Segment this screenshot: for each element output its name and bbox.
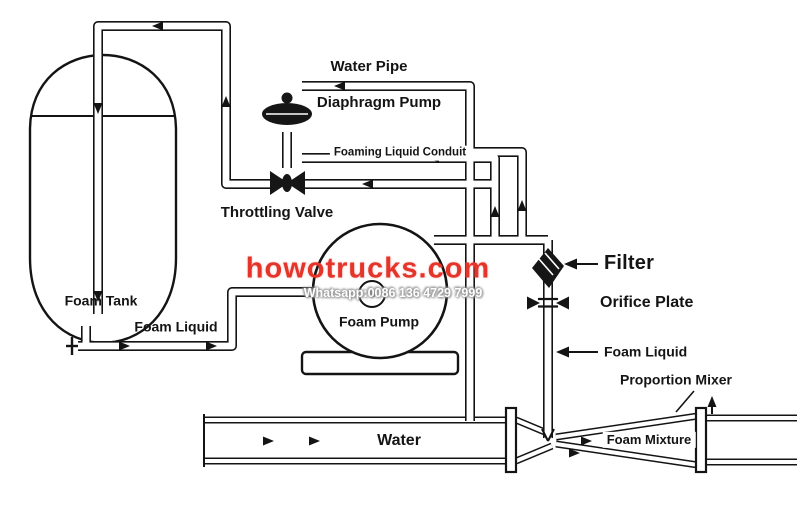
foam-pump-shaft-dot — [368, 290, 376, 298]
watermark-whatsapp-text: Whatsapp:0086 136 4729 7999 — [303, 286, 483, 300]
flow-arrow — [93, 291, 103, 302]
foam-mixture-label: Foam Mixture — [602, 431, 696, 449]
proportion-mixer-label: Proportion Mixer — [620, 371, 733, 388]
flow-arrow — [581, 436, 592, 446]
foam-liquid-leader-arrow — [556, 346, 569, 358]
diaphragm-pump-label: Diaphragm Pump — [312, 93, 446, 113]
foam-liquid-left-label: Foam Liquid — [134, 318, 218, 335]
flow-arrow — [309, 436, 320, 446]
foam-pump-label: Foam Pump — [338, 313, 420, 330]
flow-arrow — [707, 396, 717, 407]
foam-liquid-right-label: Foam Liquid — [604, 343, 688, 360]
mixer-flange-right — [694, 406, 708, 474]
flow-arrow — [152, 21, 163, 31]
flow-arrow — [119, 341, 130, 351]
mixer-nozzle — [541, 428, 555, 442]
filter-label: Filter — [604, 252, 655, 274]
flow-arrow — [93, 103, 103, 114]
water-main-pipe — [203, 412, 797, 469]
mixer-flange-left — [504, 406, 518, 474]
flow-arrow — [490, 206, 500, 217]
flow-arrow — [334, 81, 345, 91]
tank-outlet-fitting — [66, 337, 78, 355]
flow-arrow — [221, 96, 231, 107]
flow-arrow — [362, 179, 373, 189]
flow-arrow — [206, 341, 217, 351]
orifice-plate-label: Orifice Plate — [600, 294, 694, 312]
water-label: Water — [377, 432, 421, 450]
pipe-network — [78, 21, 553, 438]
water-pipe-label: Water Pipe — [330, 57, 408, 75]
foam-tank-label: Foam Tank — [64, 292, 138, 309]
filter-symbol — [532, 248, 564, 288]
foaming-liquid-conduit-label: Foaming Liquid Conduit — [329, 145, 471, 161]
flow-arrow — [263, 436, 274, 446]
flow-arrows — [93, 21, 717, 458]
label-leaders — [556, 258, 695, 413]
flow-arrow — [569, 448, 580, 458]
proportion-mixer-leader — [675, 390, 695, 413]
diaphragm-pump-symbol — [262, 92, 312, 125]
flow-arrow — [517, 200, 527, 211]
throttling-valve-label: Throttling Valve — [220, 203, 334, 221]
orifice-plate-symbol — [527, 296, 569, 310]
filter-leader-arrow — [564, 258, 577, 270]
throttling-valve-symbol — [270, 171, 305, 195]
watermark-site-text: howotrucks.com — [245, 252, 491, 285]
